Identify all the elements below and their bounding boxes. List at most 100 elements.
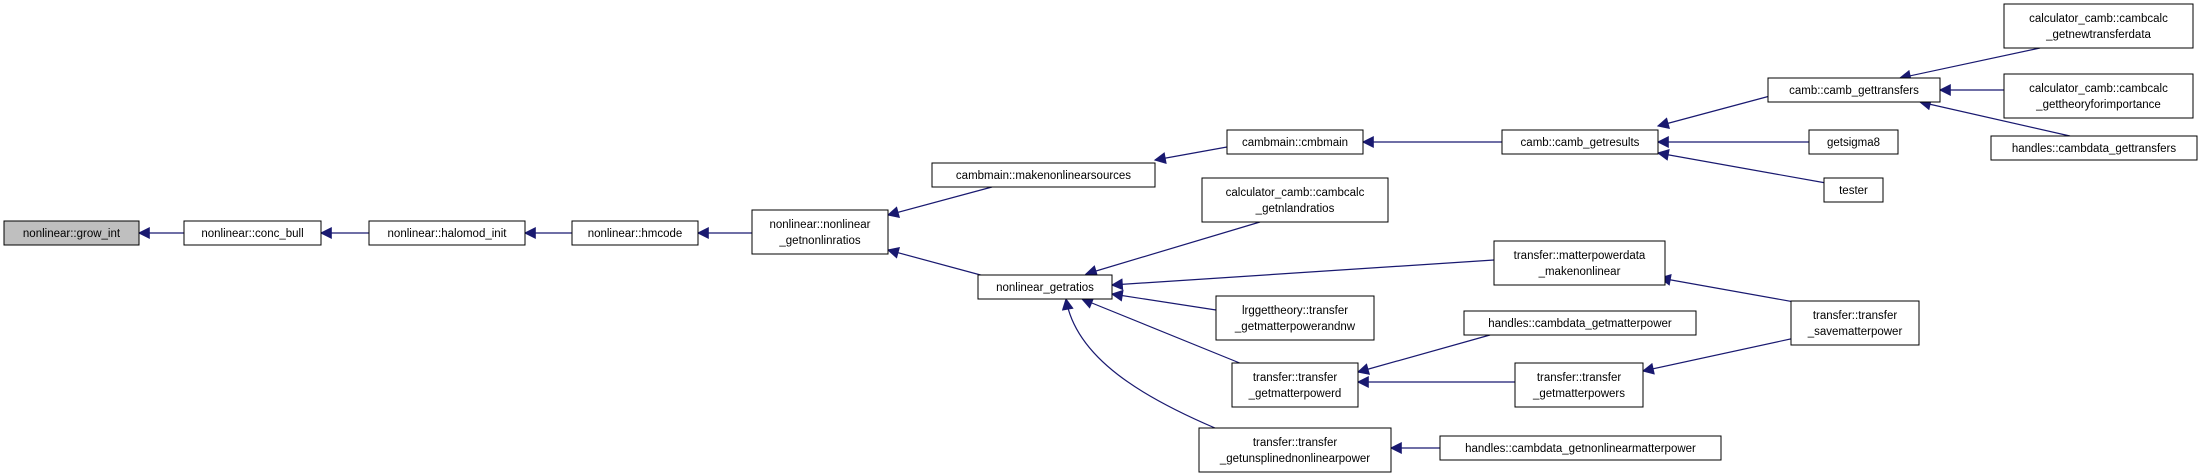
node-lrggettheory[interactable]: lrggettheory::transfer_getmatterpowerand… <box>1215 295 1375 341</box>
edge-getunsplinednonlinearpower-to-nonlinear_getratios <box>1061 297 1216 429</box>
node-label: nonlinear::grow_int <box>23 228 121 240</box>
node-label: calculator_camb::cambcalc <box>1226 187 1365 199</box>
node-label: handles::cambdata_gettransfers <box>2012 143 2177 155</box>
edge-cambdata_gettransfers-to-camb_gettransfers <box>1918 98 2071 137</box>
node-box <box>3 220 140 246</box>
node-box <box>1767 77 1941 103</box>
node-box <box>2003 3 2194 49</box>
node-box <box>368 220 526 246</box>
node-box <box>1808 129 1899 155</box>
node-box <box>1501 129 1659 155</box>
node-box <box>1514 362 1644 408</box>
node-mpd-makenonlinear[interactable]: transfer::matterpowerdata_makenonlinear <box>1493 240 1666 286</box>
edge-cmbmain-to-makenonlinearsources <box>1153 146 1228 164</box>
node-makenonlinearsources[interactable]: cambmain::makenonlinearsources <box>931 162 1156 188</box>
edge-camb_gettransfers-to-camb_getresults <box>1656 95 1771 130</box>
edge-savematterpower-to-mpd_makenonlinear <box>1658 273 1801 304</box>
node-getnlandratios[interactable]: calculator_camb::cambcalc_getnlandratios <box>1201 177 1389 223</box>
edge-getnewtransferdata-to-camb_gettransfers <box>1898 47 2041 82</box>
node-nl-getnonlinratios[interactable]: nonlinear::nonlinear_getnonlinratios <box>751 209 889 255</box>
node-box <box>751 209 889 255</box>
edge-savematterpower-to-getmatterpowers <box>1641 337 1796 375</box>
node-label: transfer::matterpowerdata <box>1514 250 1646 262</box>
node-box <box>1231 362 1359 408</box>
node-nonlinear-getratios[interactable]: nonlinear_getratios <box>977 274 1113 300</box>
node-label: _getmatterpowerd <box>1248 388 1342 400</box>
node-camb-gettransfers[interactable]: camb::camb_gettransfers <box>1767 77 1941 103</box>
node-box <box>977 274 1113 300</box>
node-label: _getnonlinratios <box>778 235 860 247</box>
edge-cambdata_getmatterpower-to-getmatterpowerd <box>1356 334 1491 375</box>
node-label: transfer::transfer <box>1253 437 1338 449</box>
node-box <box>1226 129 1364 155</box>
node-label: camb::camb_gettransfers <box>1789 85 1919 97</box>
graph-edges <box>137 47 2071 454</box>
edge-tester-to-camb_getresults <box>1656 148 1827 184</box>
node-cambdata-gettransfers[interactable]: handles::cambdata_gettransfers <box>1990 135 2198 161</box>
node-cambdata-getmatterpower[interactable]: handles::cambdata_getmatterpower <box>1463 310 1697 336</box>
node-box <box>571 220 699 246</box>
node-box <box>1823 177 1884 203</box>
node-label: _getunsplinednonlinearpower <box>1219 453 1370 465</box>
node-label: _makenonlinear <box>1538 266 1621 278</box>
edge-lrggettheory-to-nonlinear_getratios <box>1110 289 1217 311</box>
node-label: _getmatterpowers <box>1532 388 1625 400</box>
node-getnewtransferdata[interactable]: calculator_camb::cambcalc_getnewtransfer… <box>2003 3 2194 49</box>
edge-mpd_makenonlinear-to-nonlinear_getratios <box>1110 259 1495 291</box>
node-cambdata-getnonlinearmatterpower[interactable]: handles::cambdata_getnonlinearmatterpowe… <box>1439 435 1722 461</box>
node-label: handles::cambdata_getmatterpower <box>1488 318 1672 330</box>
node-label: camb::camb_getresults <box>1521 137 1640 149</box>
node-cmbmain[interactable]: cambmain::cmbmain <box>1226 129 1364 155</box>
node-label: nonlinear::halomod_init <box>388 228 508 240</box>
node-label: _getmatterpowerandnw <box>1234 321 1356 333</box>
node-label: nonlinear::hmcode <box>588 228 683 240</box>
node-tester[interactable]: tester <box>1823 177 1884 203</box>
node-label: _getnlandratios <box>1255 203 1335 215</box>
node-label: nonlinear_getratios <box>996 282 1094 294</box>
node-conc-bull[interactable]: nonlinear::conc_bull <box>183 220 322 246</box>
node-box <box>1215 295 1375 341</box>
node-label: tester <box>1839 185 1868 197</box>
node-savematterpower[interactable]: transfer::transfer_savematterpower <box>1790 300 1920 346</box>
node-label: lrggettheory::transfer <box>1242 305 1348 317</box>
node-label: _getnewtransferdata <box>2045 29 2151 41</box>
edge-getnlandratios-to-nonlinear_getratios <box>1084 221 1261 277</box>
node-label: calculator_camb::cambcalc <box>2029 83 2168 95</box>
node-hmcode[interactable]: nonlinear::hmcode <box>571 220 699 246</box>
node-halomod-init[interactable]: nonlinear::halomod_init <box>368 220 526 246</box>
node-gettheoryforimportance[interactable]: calculator_camb::cambcalc_gettheoryforim… <box>2003 73 2194 119</box>
node-getunsplinednonlinearpower[interactable]: transfer::transfer_getunsplinednonlinear… <box>1198 427 1392 473</box>
node-label: transfer::transfer <box>1813 310 1898 322</box>
edge-nonlinear_getratios-to-nl_getnonlinratios <box>886 247 989 278</box>
node-getsigma8[interactable]: getsigma8 <box>1808 129 1899 155</box>
node-label: transfer::transfer <box>1537 372 1622 384</box>
node-box <box>1493 240 1666 286</box>
node-box <box>1463 310 1697 336</box>
node-label: calculator_camb::cambcalc <box>2029 13 2168 25</box>
node-camb-getresults[interactable]: camb::camb_getresults <box>1501 129 1659 155</box>
node-box <box>1990 135 2198 161</box>
node-label: transfer::transfer <box>1253 372 1338 384</box>
node-box <box>1201 177 1389 223</box>
node-label: nonlinear::conc_bull <box>201 228 303 240</box>
node-label: cambmain::makenonlinearsources <box>956 170 1131 182</box>
node-label: getsigma8 <box>1827 137 1880 149</box>
node-box <box>1439 435 1722 461</box>
node-box <box>2003 73 2194 119</box>
node-box <box>1790 300 1920 346</box>
node-box <box>1198 427 1392 473</box>
edge-makenonlinearsources-to-nl_getnonlinratios <box>886 186 993 218</box>
node-box <box>183 220 322 246</box>
node-getmatterpowers[interactable]: transfer::transfer_getmatterpowers <box>1514 362 1644 408</box>
node-grow-int[interactable]: nonlinear::grow_int <box>3 220 140 246</box>
node-getmatterpowerd[interactable]: transfer::transfer_getmatterpowerd <box>1231 362 1359 408</box>
node-label: cambmain::cmbmain <box>1242 137 1348 149</box>
node-label: handles::cambdata_getnonlinearmatterpowe… <box>1465 443 1696 455</box>
node-label: _savematterpower <box>1807 326 1903 338</box>
edge-getmatterpowerd-to-nonlinear_getratios <box>1080 297 1253 369</box>
node-label: _gettheoryforimportance <box>2035 99 2161 111</box>
node-box <box>931 162 1156 188</box>
node-label: nonlinear::nonlinear <box>769 219 870 231</box>
